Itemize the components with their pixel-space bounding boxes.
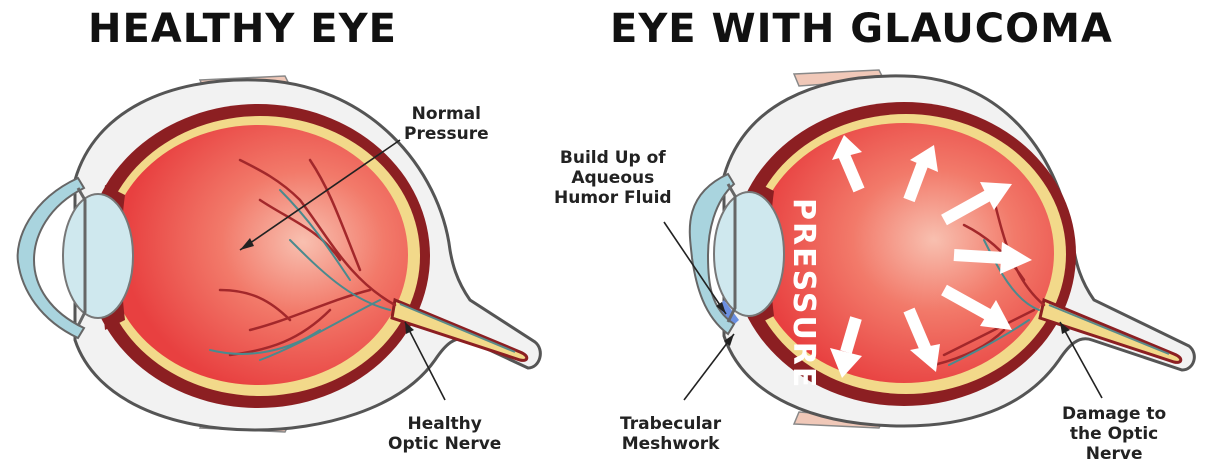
- label-healthy-optic-nerve: Healthy Optic Nerve: [388, 414, 501, 454]
- label-normal-pressure: Normal Pressure: [404, 104, 489, 144]
- label-build-up-aqueous-humor: Build Up of Aqueous Humor Fluid: [554, 148, 672, 208]
- pressure-word: PRESSURE: [786, 198, 821, 389]
- glaucoma-eye-diagram: PRESSURE: [604, 0, 1209, 462]
- lens: [63, 194, 133, 318]
- lens: [714, 192, 784, 316]
- label-damage-optic-nerve: Damage to the Optic Nerve: [1062, 404, 1166, 464]
- trabecular-pointer: [684, 334, 734, 400]
- label-trabecular-meshwork: Trabecular Meshwork: [620, 414, 721, 454]
- healthy-eye-diagram: [0, 0, 604, 462]
- vitreous-body: [108, 125, 408, 385]
